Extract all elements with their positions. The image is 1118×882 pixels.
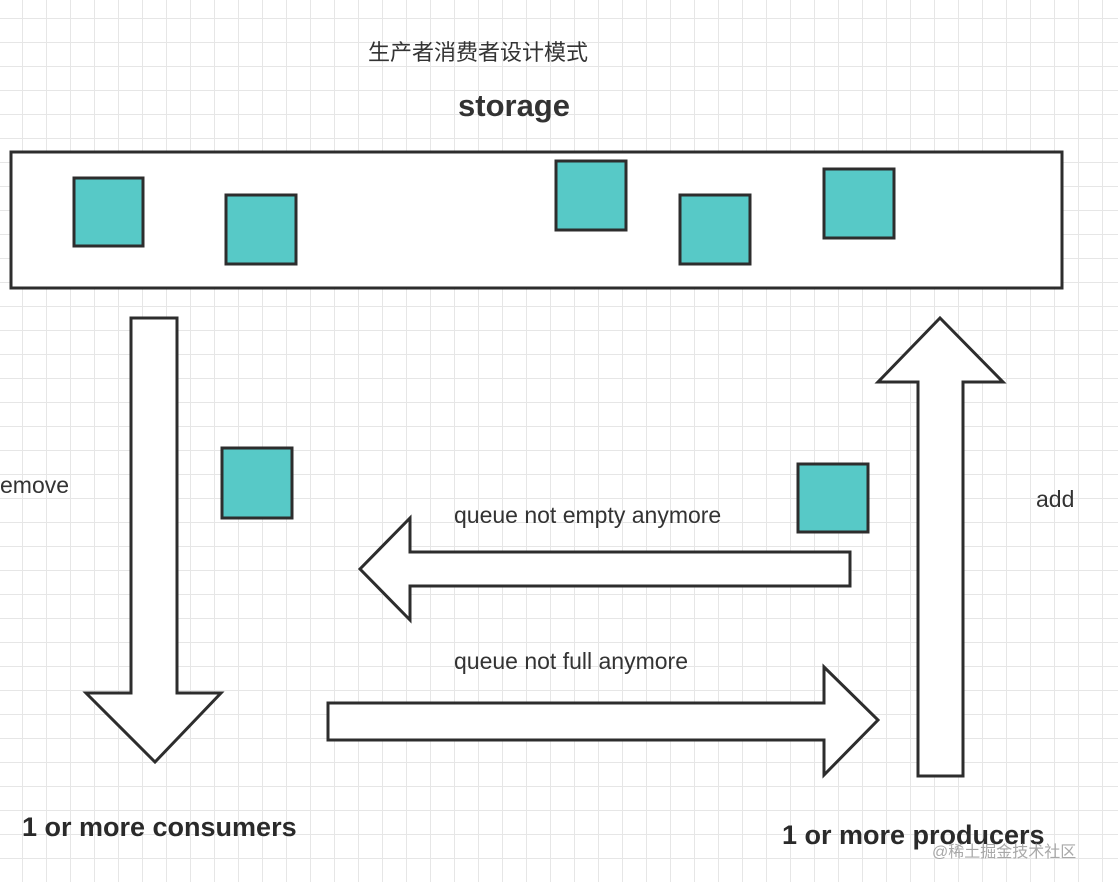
produced-item — [796, 462, 870, 534]
queue-not-full-arrow — [326, 663, 881, 779]
storage-item-1 — [72, 176, 145, 248]
storage-label: storage — [458, 88, 570, 123]
storage-item-3 — [554, 159, 628, 232]
watermark: @稀土掘金技术社区 — [932, 844, 1077, 861]
consumers-label: 1 or more consumers — [22, 812, 297, 842]
add-label: add — [1036, 486, 1075, 512]
storage-box — [9, 150, 1064, 290]
producers-label: 1 or more producers — [782, 820, 1045, 850]
diagram-title: 生产者消费者设计模式 — [368, 41, 589, 66]
storage-item-5 — [822, 167, 896, 240]
remove-label: emove — [0, 472, 70, 498]
queue-not-full-label: queue not full anymore — [454, 648, 688, 674]
remove-arrow — [82, 316, 225, 765]
storage-item-2 — [224, 193, 298, 266]
add-arrow — [874, 315, 1007, 778]
consumed-item — [220, 446, 294, 520]
queue-not-empty-arrow — [357, 514, 852, 624]
queue-not-empty-label: queue not empty anymore — [454, 502, 722, 528]
storage-item-4 — [678, 193, 752, 266]
